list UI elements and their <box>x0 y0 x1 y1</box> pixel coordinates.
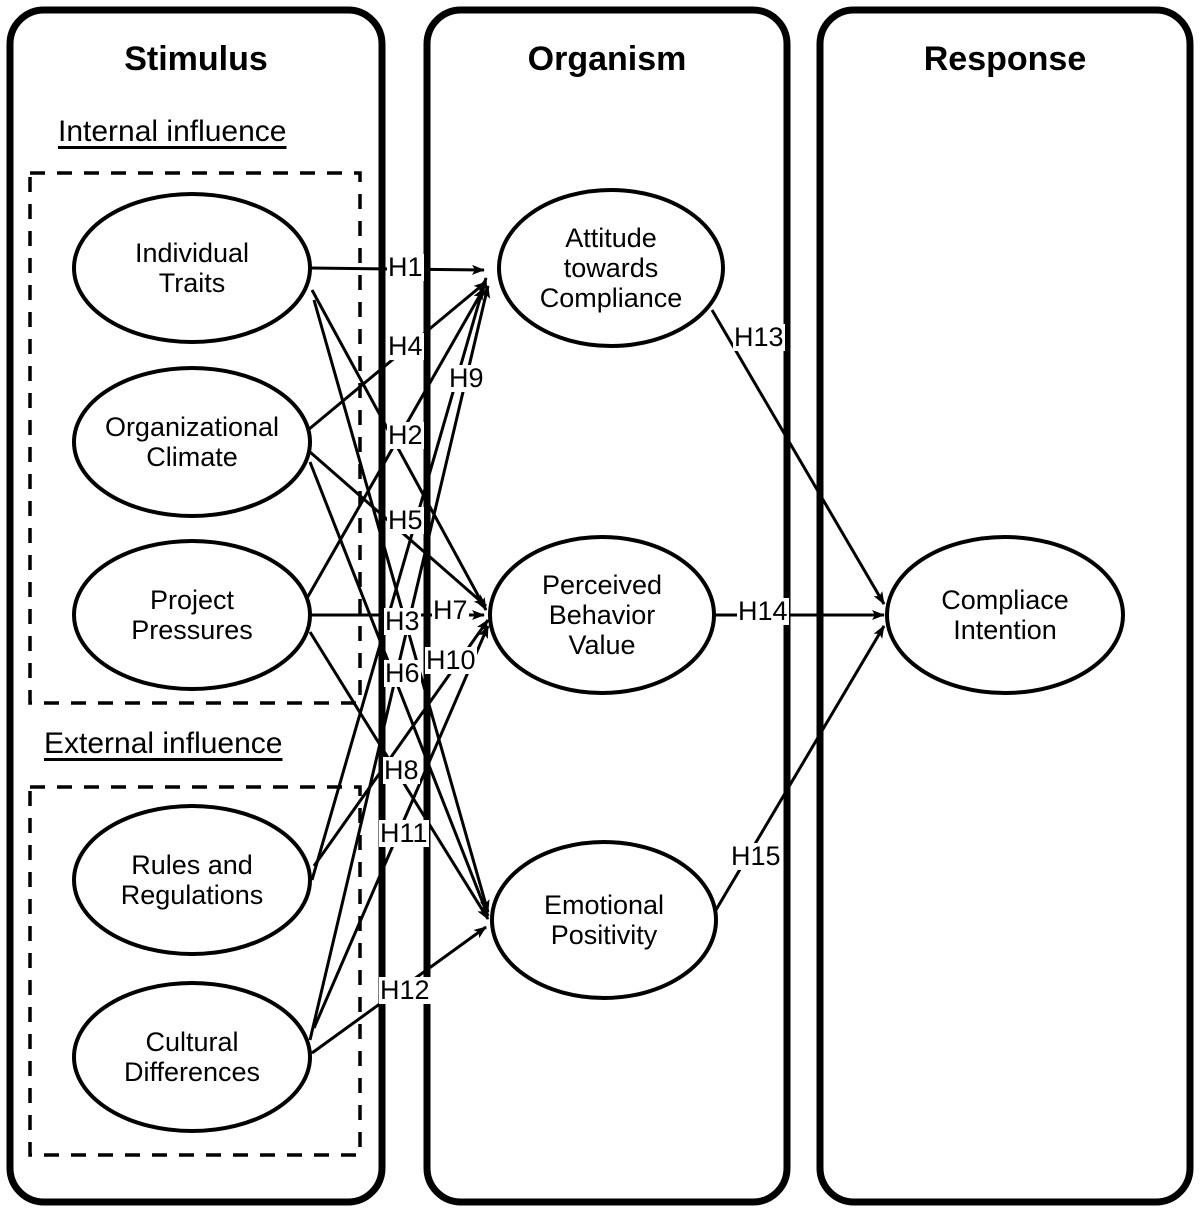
panel-title-response: Response <box>923 40 1087 78</box>
node-compliace-intention-shape[interactable] <box>885 535 1125 695</box>
node-emotional-positivity-shape[interactable] <box>490 840 718 1000</box>
panel-title-stimulus: Stimulus <box>124 40 268 78</box>
group-title-internal-influence: Internal influence <box>58 115 287 148</box>
hypothesis-label-H3: H3 <box>384 606 421 636</box>
group-outlines <box>28 171 362 1157</box>
group-external-outline <box>28 785 362 1157</box>
panel-response-outline <box>816 6 1194 1206</box>
hypothesis-label-H15: H15 <box>730 841 782 871</box>
group-title-external-influence: External influence <box>44 727 283 760</box>
hypothesis-label-H9: H9 <box>448 363 485 393</box>
hypothesis-label-H4: H4 <box>387 331 424 361</box>
hypothesis-label-H14: H14 <box>737 596 789 626</box>
hypothesis-label-H2: H2 <box>387 420 424 450</box>
hypothesis-label-H12: H12 <box>379 975 431 1005</box>
hypothesis-label-H13: H13 <box>733 322 785 352</box>
node-cultural-differences-shape[interactable] <box>72 981 312 1133</box>
node-rules-and-regulations-shape[interactable] <box>72 804 312 956</box>
hypothesis-label-H10: H10 <box>425 645 477 675</box>
node-individual-traits-shape[interactable] <box>72 192 312 344</box>
hypothesis-label-H1: H1 <box>387 252 424 282</box>
hypothesis-label-H5: H5 <box>387 505 424 535</box>
panel-stimulus-outline <box>6 6 386 1206</box>
hypothesis-label-H11: H11 <box>379 818 429 848</box>
node-organizational-climate-shape[interactable] <box>72 366 312 518</box>
group-internal-outline <box>28 171 362 705</box>
hypothesis-label-H8: H8 <box>383 755 420 785</box>
hypothesis-label-H6: H6 <box>384 658 421 688</box>
panel-title-organism: Organism <box>527 40 687 78</box>
node-attitude-towards-compliance-shape[interactable] <box>497 188 725 348</box>
node-project-pressures-shape[interactable] <box>72 539 312 691</box>
edge-H13 <box>710 309 886 605</box>
node-shapes <box>72 188 1125 1133</box>
edge-H15 <box>708 625 886 921</box>
edge-H11 <box>312 299 490 913</box>
node-perceived-behavior-value-shape[interactable] <box>488 535 716 695</box>
hypothesis-label-H7: H7 <box>432 595 469 625</box>
edge-H6 <box>310 289 488 611</box>
edge-emotional-secondary-a <box>308 461 490 917</box>
